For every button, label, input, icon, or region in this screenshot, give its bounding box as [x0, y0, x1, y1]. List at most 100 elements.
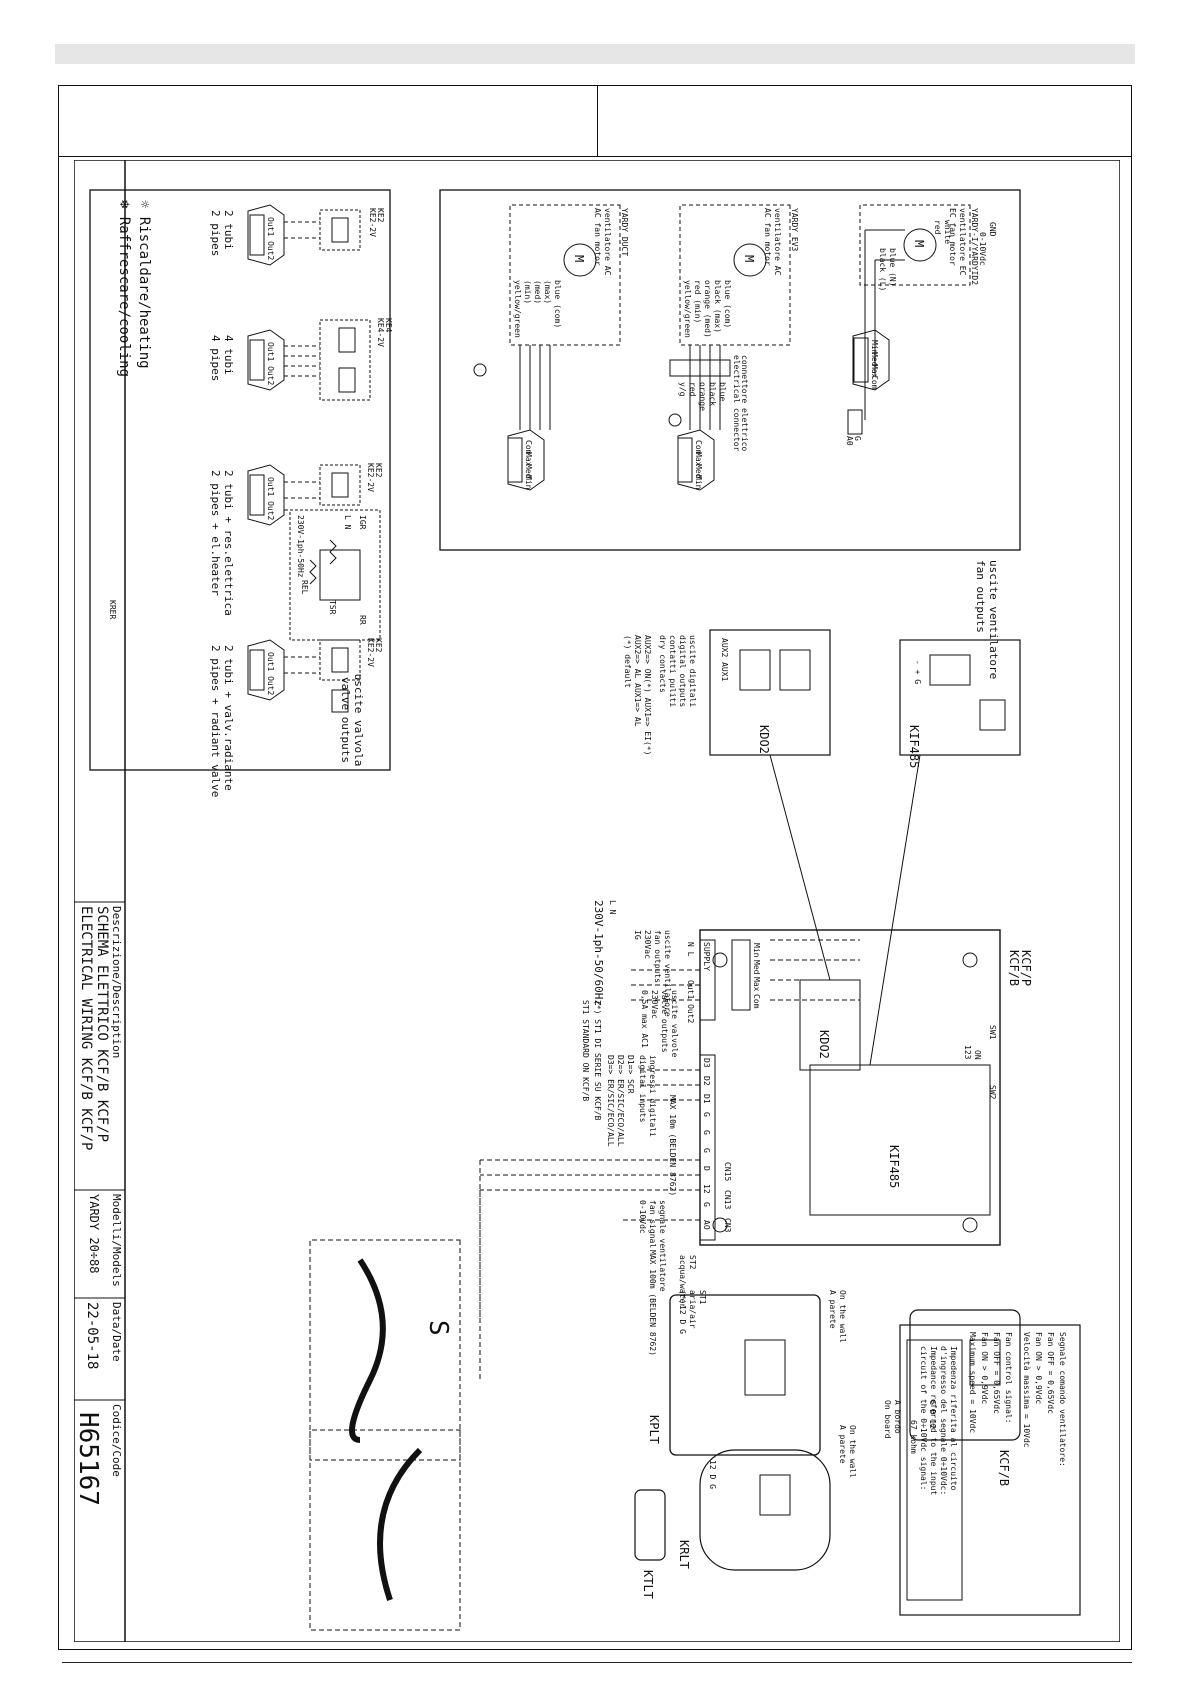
board-term-g4: G [702, 1202, 711, 1207]
kdo2-aux: AUX2 AUX1 [720, 638, 729, 682]
board-valve-en: valve outputs [660, 990, 669, 1053]
g4-model1: KE2-2V [366, 638, 375, 667]
ec-sub2: EC fan motor [948, 208, 957, 266]
fan-outputs-title-en: fan outputs [974, 560, 987, 633]
main-board: KCF/B KCF/P KIF485 KDO2 SW1 SW2 ON 123 M… [640, 929, 1033, 1246]
imp-line-5: 67 kohm [909, 1420, 918, 1454]
out-label-3: Out1 Out2 [266, 477, 275, 521]
krer-supply: 230V-1ph-50Hz [296, 515, 305, 578]
g2-model2: KE4 [384, 318, 393, 333]
ev3-c4: red [688, 382, 697, 397]
board-title2: KCF/P [1019, 950, 1033, 986]
st2-name: ST2 [688, 1255, 697, 1270]
board-sw-pins: 123 [963, 1045, 972, 1060]
ec-title: YARDY-I/YARDYID2 [970, 208, 979, 285]
date-value: 22-05-18 [84, 1302, 100, 1369]
duct-w2: (max) [543, 280, 552, 304]
board-valve-it: uscite valvole [670, 990, 679, 1058]
board-on: ON [973, 1050, 982, 1060]
g3-it: 2 tubi + res.elettrica [222, 470, 235, 616]
g1-it: 2 tubi [222, 210, 235, 250]
imp-line-2: d'ingresso del segnale 0÷10Vdc: [939, 1346, 948, 1495]
fan-sig-it: segnale ventilatore [658, 1200, 667, 1292]
din-d1: D1=> SCR [626, 1055, 635, 1094]
sig-line-6: Fan OFF = 0,65Vdc [992, 1332, 1001, 1414]
top-gray-bar [55, 44, 1135, 64]
kdo2-aux2: AUX2=> ON(*) AUX1=> EI(*) [643, 635, 652, 755]
out-label-1: Out1 Out2 [266, 217, 275, 261]
krlt-terms: 12 D G [708, 1460, 717, 1489]
signal-notes-box [899, 1324, 1081, 1616]
ev3-title: YARDY EV3 [790, 208, 799, 252]
header-separator [597, 85, 598, 156]
ev3-term-2: Max [694, 452, 703, 467]
kplt-wall-en: On the wall [838, 1290, 847, 1343]
kdo2-link [769, 754, 831, 981]
valve-group-4: Out1 Out2 KE2-2V KE2 2 tubi + valv.radia… [209, 638, 383, 797]
header-left [62, 90, 582, 110]
imp-line-4: circuit of the 0÷10Vdc signal: [919, 1346, 928, 1491]
board-term-ao: AO [702, 1220, 711, 1230]
kdo2-label-it: uscite digitali [688, 635, 697, 707]
krer-igr: IGR [358, 515, 367, 530]
board-out-terms: Out1 Out2 [686, 980, 695, 1024]
board-valve-max: 0,5A max AC1 [640, 990, 649, 1048]
st1-note2: ST1 STANDARD ON KCF/B [581, 1000, 590, 1101]
g4-en: 2 pipes + radiant valve [209, 645, 222, 797]
kdo2-default: (*) default [623, 635, 632, 688]
cable-detail-2 [309, 1429, 461, 1631]
krlt-wall-en: On the wall [848, 1425, 857, 1478]
cable-detail-1 [309, 1239, 461, 1461]
valve-group-2: Out1 Out2 KE4-2V KE4 4 tubi 4 pipes [209, 318, 393, 401]
kplt-device: KPLT A parete On the wall 12 D G [647, 1290, 847, 1456]
header-right [610, 90, 1110, 110]
board-term-d1: D1 [702, 1094, 711, 1104]
duct-sub2: AC fan motor [593, 208, 602, 266]
power-ln: L N [608, 900, 617, 915]
krer-name: KRER [108, 600, 117, 619]
page-frame [58, 85, 1132, 1650]
kif485-terms: - + G [913, 660, 922, 684]
ec-red: red [933, 220, 942, 235]
board-fan-med: Med [752, 960, 761, 975]
power-supply: 230V-1ph-50/60Hz [592, 900, 605, 1006]
board-cn3: CN3 [723, 1218, 732, 1233]
impedance-box [906, 1339, 963, 1601]
din-d2: D2=> ER/SIC/ECO/ALL [616, 1055, 625, 1147]
g1-model1: KE2-2V [368, 208, 377, 237]
sig-line-2: Fan OFF = 0,65Vdc [1046, 1332, 1055, 1414]
st1-star: (*) [678, 1290, 687, 1304]
valve-group-3: Out1 Out2 KE2-2V KE2 2 tubi + res.elettr… [108, 463, 383, 641]
sig-line-5: Fan control signal: [1004, 1332, 1013, 1424]
ev3-sub1: ventilatore AC [773, 208, 782, 276]
ktlt-title: KTLT [641, 1570, 655, 1599]
g1-model2: KE2 [376, 208, 385, 223]
board-kdo: KDO2 [817, 1030, 831, 1059]
board-term-d3: D3 [702, 1058, 711, 1068]
legend-cooling: ❄ Raffrescare/cooling [116, 200, 132, 377]
duct-motor-label: M [572, 255, 586, 262]
board-fan-out-it: uscite ventilatore [663, 930, 672, 1017]
g1-en: 2 pipes [209, 210, 222, 256]
fan-ec: M YARDY-I/YARDYID2 ventilatore EC EC fan… [845, 204, 997, 446]
imp-line-1: Impedenza riferita al circuito [949, 1346, 958, 1491]
duct-title: YARDY DUCT [620, 208, 629, 256]
kdo2-aux2b: AUX2=> AL AUX1=> AL [633, 635, 642, 727]
g3-model2: KE2 [374, 463, 383, 478]
power-ig: IG [633, 930, 642, 940]
board-cn13: CN13 [723, 1190, 732, 1209]
board-kif: KIF485 [887, 1145, 901, 1188]
header-divider [58, 156, 1132, 157]
g3-model1: KE2-2V [366, 463, 375, 492]
kif485-module: KIF485 - + G [899, 639, 1021, 768]
fan-sig-en: fan signal [648, 1200, 657, 1248]
date-label: Data/Date [110, 1302, 123, 1362]
kplt-wall-it: A parete [828, 1290, 837, 1329]
duct-w5: yellow/green [513, 280, 522, 338]
ec-black: black (L) [878, 248, 887, 291]
valve-panel [89, 189, 391, 771]
board-fan-max: Max [752, 977, 761, 992]
din-it: ingressi digitali [648, 1055, 657, 1137]
ev3-w1: blue (com) [723, 280, 732, 328]
kplt-terms: 12 D G [678, 1305, 687, 1334]
